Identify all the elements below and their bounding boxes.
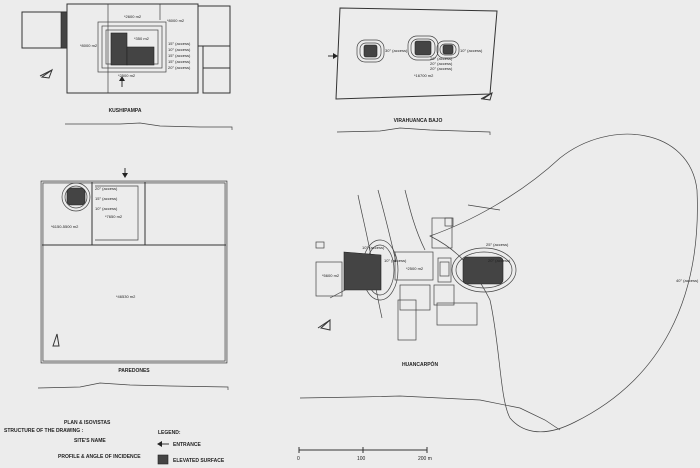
north-arrow <box>480 91 493 101</box>
site-name-virahuanca: VIRAHUANCA BAJO <box>394 118 443 124</box>
angle-label: 25° (access) <box>486 242 509 247</box>
angle-label: 10° (access) <box>362 245 385 250</box>
area-label: *5600 m2 <box>322 273 340 278</box>
angle-label: 15° (access) <box>168 53 191 58</box>
entrance-legend-arrow <box>157 441 169 447</box>
site-name-kushipampa: KUSHIPAMPA <box>109 108 142 114</box>
site-name-huancarpon: HUANCARPÓN <box>402 360 439 368</box>
angle-label: 15° (access) <box>168 59 191 64</box>
scale-bar <box>298 447 428 453</box>
structure-item-profile: PROFILE & ANGLE OF INCIDENCE <box>58 454 141 460</box>
entrance-arrow <box>119 76 125 87</box>
angle-label: 40° (access) <box>676 278 699 283</box>
area-label: *7650 m2 <box>105 214 123 219</box>
angle-label: 20° (access) <box>95 186 118 191</box>
paredones-plan <box>40 168 228 364</box>
angle-label: 15° (access) <box>95 196 118 201</box>
huancarpon-profile <box>299 395 561 431</box>
angle-label: 20° (access) <box>488 258 511 263</box>
angle-label: 20° (access) <box>430 61 453 66</box>
area-label: *8000 m2 <box>167 18 185 23</box>
area-label: *16700 m2 <box>414 73 434 78</box>
legend-title: LEGEND: <box>158 430 181 436</box>
kushipampa-profile <box>65 122 233 130</box>
legend-entrance: ENTRANCE <box>173 442 201 448</box>
structure-item-name: SITE'S NAME <box>74 438 106 444</box>
structure-item-plan: PLAN & ISOVISTAS <box>64 420 111 426</box>
area-label: *2600 m2 <box>124 14 142 19</box>
area-label: *46530 m2 <box>116 294 136 299</box>
paredones-profile <box>37 382 229 390</box>
angle-label: 10° (access) <box>384 258 407 263</box>
area-label: *350 m2 <box>134 36 150 41</box>
virahuanca-profile <box>336 127 491 135</box>
scale-tick-label: 100 <box>357 456 366 462</box>
entrance-arrow <box>328 53 338 59</box>
angle-label: 10° (access) <box>168 47 191 52</box>
entrance-arrow <box>122 168 128 178</box>
angle-label: 20° (access) <box>430 66 453 71</box>
area-label: *2500 m2 <box>406 266 424 271</box>
virahuanca-plan <box>328 7 498 101</box>
structure-heading: STRUCTURE OF THE DRAWING : <box>4 428 83 434</box>
area-label: *8000 m2 <box>80 43 98 48</box>
area-label: *2500 m2 <box>118 73 136 78</box>
angle-label: 10° (access) <box>460 48 483 53</box>
north-arrow <box>317 318 331 331</box>
angle-label: 20° (access) <box>430 56 453 61</box>
angle-label: 30° (access) <box>385 48 408 53</box>
elevated-surface-swatch <box>157 454 169 465</box>
north-arrow <box>39 68 54 79</box>
kushipampa-plan <box>21 3 231 94</box>
huancarpon-plan <box>315 133 698 433</box>
area-label: *6150-5500 m2 <box>51 224 79 229</box>
north-arrow <box>52 333 60 347</box>
legend-elevated: ELEVATED SURFACE <box>173 458 225 464</box>
scale-tick-label: 200 m <box>418 456 432 462</box>
angle-label: 10° (access) <box>95 206 118 211</box>
site-name-paredones: PAREDONES <box>118 368 150 374</box>
angle-label: 20° (access) <box>168 65 191 70</box>
angle-label: 15° (access) <box>168 41 191 46</box>
scale-tick-label: 0 <box>297 456 300 462</box>
